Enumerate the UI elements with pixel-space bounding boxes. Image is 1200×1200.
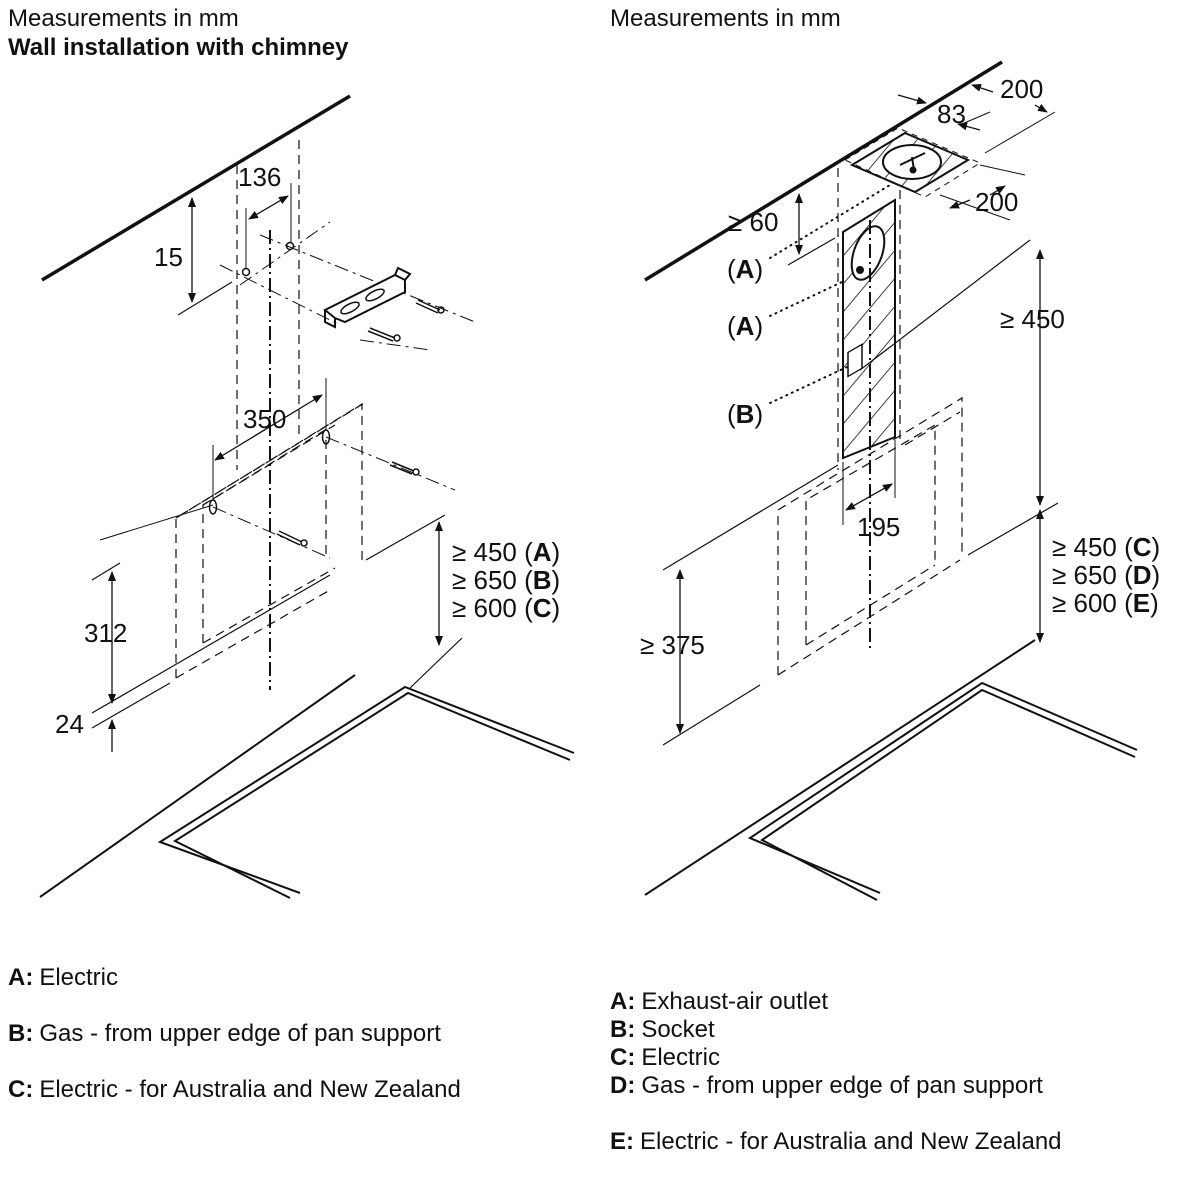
hob-outline	[157, 685, 575, 899]
dimension-83: 83	[937, 99, 966, 129]
dimension-350: 350	[243, 404, 287, 434]
callout-a-ceiling: (A)	[727, 254, 764, 284]
drill-hole	[285, 241, 295, 251]
dimension-min-450: ≥ 450	[1000, 304, 1065, 334]
worktop-edge	[644, 639, 1036, 896]
exhaust-outlet-ceiling	[843, 127, 982, 198]
drill-hole	[241, 267, 251, 277]
callout-a-wall: (A)	[727, 311, 764, 341]
dimension-15: 15	[154, 242, 183, 272]
clearance-row: ≥ 600 (E)	[1052, 588, 1159, 618]
dimension-24: 24	[55, 709, 84, 739]
dimension-195: 195	[857, 512, 901, 542]
left-legend-item: C:Electric - for Australia and New Zeala…	[8, 1076, 461, 1103]
right-legend-item: A:Exhaust-air outlet	[610, 988, 829, 1015]
left-legend-item: B:Gas - from upper edge of pan support	[8, 1020, 441, 1047]
right-legend-item: B:Socket	[610, 1016, 715, 1043]
clearance-row: ≥ 650 (D)	[1052, 560, 1161, 590]
left-subheading: Wall installation with chimney	[8, 34, 349, 61]
clearance-row: ≥ 650 (B)	[452, 565, 561, 595]
clearance-row: ≥ 450 (A)	[452, 537, 561, 567]
worktop-edge	[39, 674, 356, 898]
ceiling-line	[41, 94, 351, 282]
left-legend-item: A:Electric	[8, 964, 119, 991]
dimension-200-side: 200	[975, 187, 1019, 217]
socket-icon	[847, 343, 863, 378]
dimension-min-375: ≥ 375	[640, 630, 705, 660]
wall-bracket	[323, 266, 412, 329]
right-legend-item: D:Gas - from upper edge of pan support	[610, 1072, 1043, 1099]
dimension-312: 312	[84, 618, 128, 648]
dimension-136: 136	[238, 162, 282, 192]
dimension-200-top: 200	[1000, 74, 1044, 104]
clearance-row: ≥ 450 (C)	[1052, 532, 1161, 562]
right-drawing	[644, 60, 1138, 901]
right-clearance-list: ≥ 450 (C) ≥ 650 (D) ≥ 600 (E)	[1052, 533, 1160, 617]
right-legend-item: C:Electric	[610, 1044, 721, 1071]
hob-outline	[747, 681, 1138, 901]
dimension-min-60: ≥ 60	[728, 207, 779, 237]
left-heading: Measurements in mm	[8, 5, 239, 32]
ceiling-line	[644, 60, 1003, 282]
right-legend-item: E:Electric - for Australia and New Zeala…	[610, 1128, 1062, 1155]
screw	[367, 299, 445, 342]
left-clearance-list: ≥ 450 (A) ≥ 650 (B) ≥ 600 (C)	[452, 538, 560, 622]
clearance-row: ≥ 600 (C)	[452, 593, 561, 623]
callout-b-socket: (B)	[727, 399, 764, 429]
right-heading: Measurements in mm	[610, 5, 841, 32]
left-drawing	[39, 94, 575, 899]
